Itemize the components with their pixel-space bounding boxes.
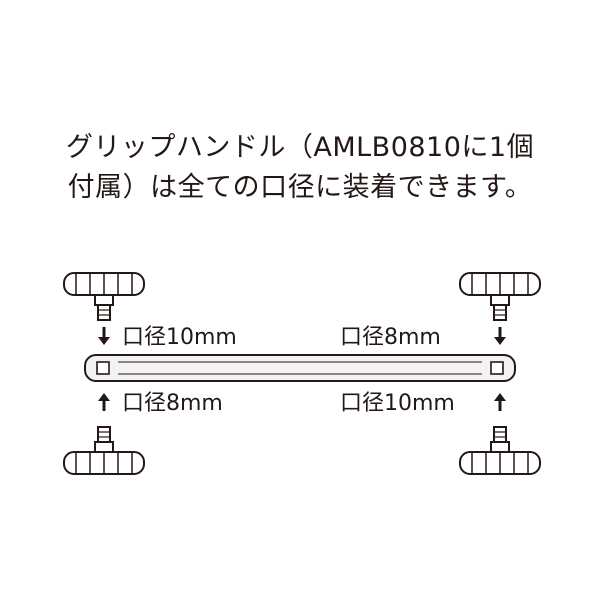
label-left-bottom: 口径8mm	[122, 391, 223, 416]
caption: グリップハンドル（AMLB0810に1個 付属）は全ての口径に装着できます。	[0, 128, 600, 208]
caption-line-2: 付属）は全ての口径に装着できます。	[67, 172, 533, 203]
arrow-up-icon	[492, 391, 508, 413]
grip-handle-icon	[63, 426, 145, 475]
label-right-bottom: 口径10mm	[340, 391, 455, 416]
arrow-up-icon	[96, 391, 112, 413]
arrow-down-icon	[96, 325, 112, 347]
grip-handle-icon	[459, 426, 541, 475]
grip-handle-icon	[63, 272, 145, 321]
caption-line-1: グリップハンドル（AMLB0810に1個	[65, 132, 535, 163]
wrench-bar-icon	[84, 354, 516, 382]
label-right-top: 口径8mm	[340, 325, 441, 350]
arrow-down-icon	[492, 325, 508, 347]
grip-handle-icon	[459, 272, 541, 321]
label-left-top: 口径10mm	[122, 325, 237, 350]
